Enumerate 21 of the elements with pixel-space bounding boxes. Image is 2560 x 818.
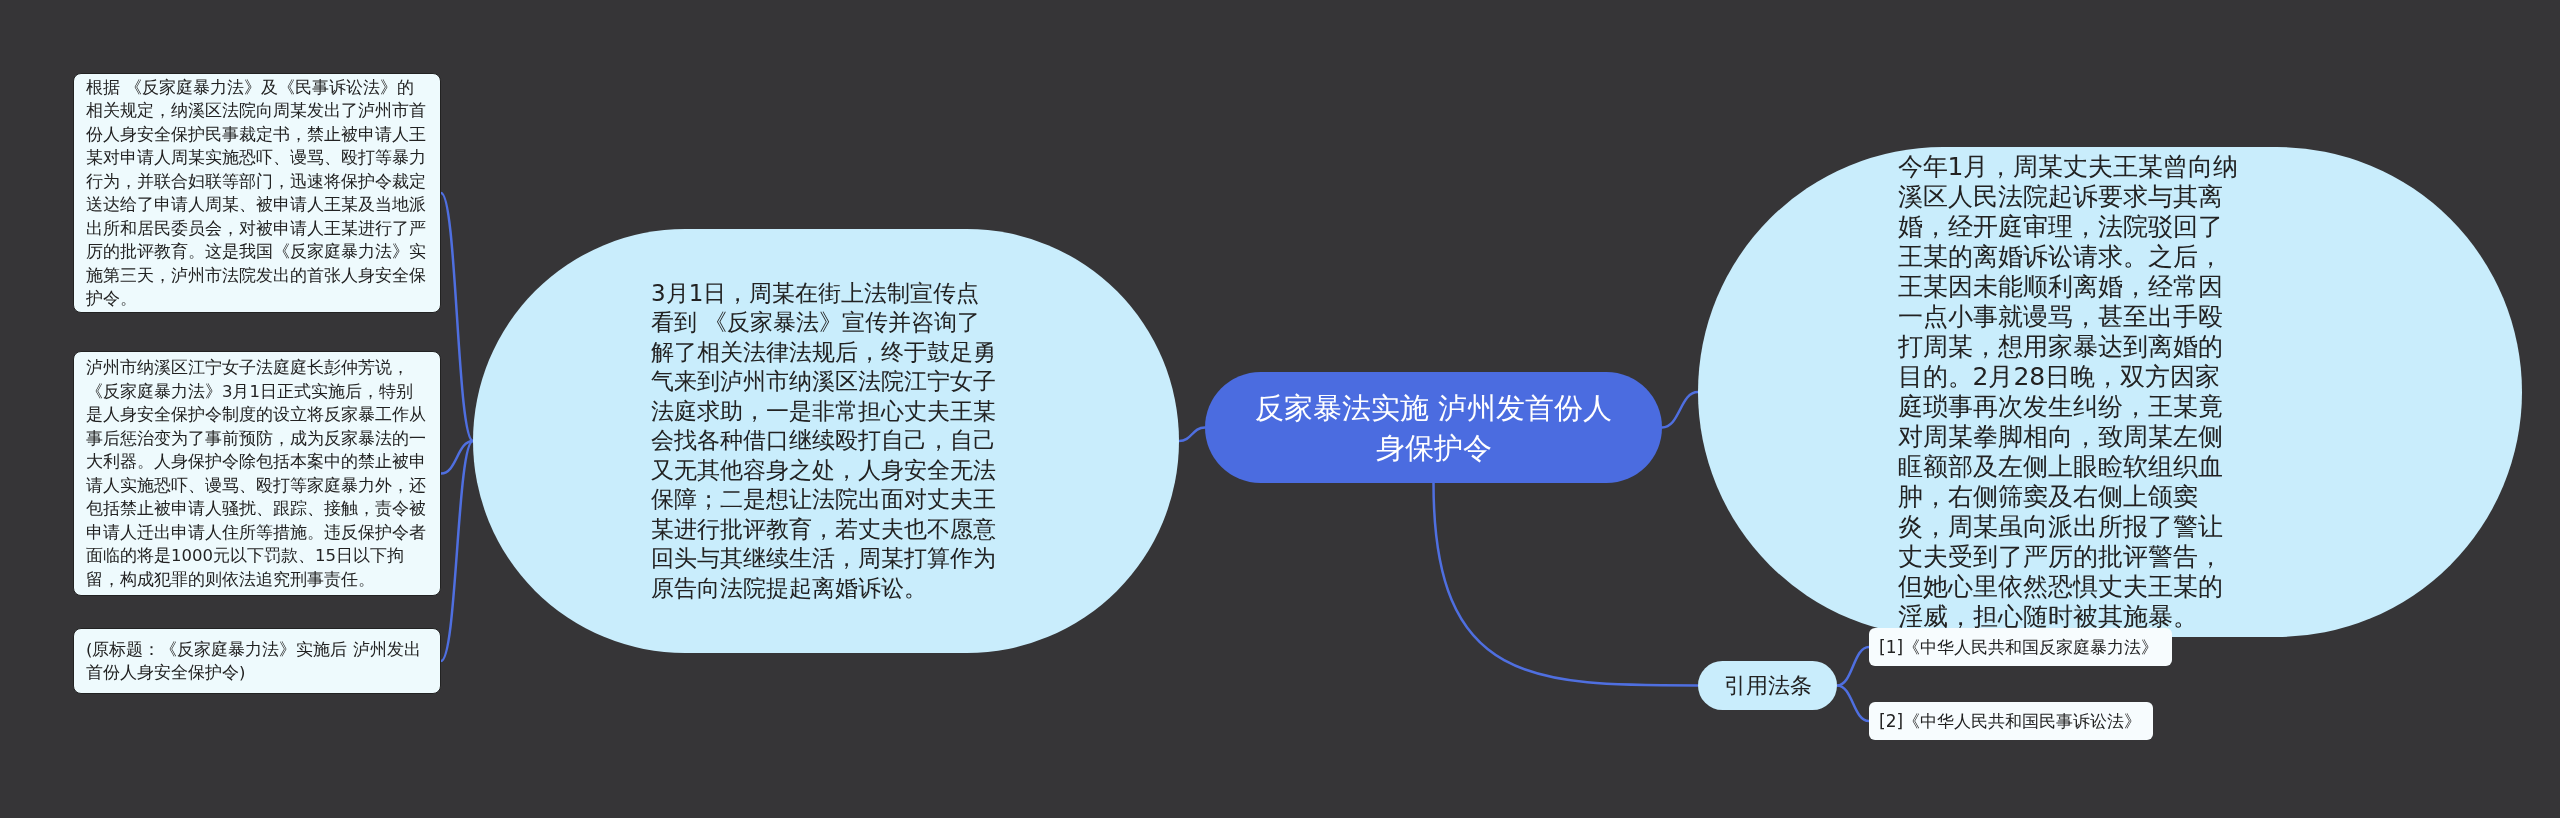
connector: [1178, 426, 1206, 443]
connector: [1836, 645, 1870, 687]
paragraph: 根据 《反家庭暴力法》及《民事诉讼法》的相关规定，纳溪区法院向周某发出了泸州市首份人身安全保护民事裁定书，禁止被申请人王某对申请人周某实施恐吓、谩骂、殴打等暴力行为，并联合妇联等部门，迅速将保护令裁定送达给了申请人周某、被申请人王某及当地派出所和居民委员会，对被申请人王某进行了严厉的批评教育。这是我国《反家庭暴力法》实施第三天，泸州市法院发出的首张人身安全保护令。: [86, 76, 427, 310]
reference-text: [2]《中华人民共和国民事诉讼法》: [1879, 709, 2142, 733]
connector: [440, 439, 474, 475]
reference-card: [1869, 628, 2172, 666]
reference-text: [1]《中华人民共和国反家庭暴力法》: [1879, 635, 2159, 659]
connector: [440, 440, 474, 662]
connector: [1661, 390, 1699, 429]
paragraph: 3月1日，周某在街上法制宣传点看到 《反家暴法》宣传并咨询了解了相关法律法规后，终于鼓足勇气来到泸州市纳溪区法院江宁女子法庭求助，一是非常担心丈夫王某会找各种借口继续殴打自己，自己又无其他容身之处，人身安全无法保障；二是想让法院出面对丈夫王某进行批评教育，若丈夫也不愿意回头与其继续生活，周某打算作为原告向法院提起离婚诉讼。: [651, 278, 997, 603]
reference-card: [1869, 702, 2153, 740]
paragraph: 泸州市纳溪区江宁女子法庭庭长彭仲芳说，《反家庭暴力法》3月1日正式实施后，特别是人身安全保护令制度的设立将反家暴工作从事后惩治变为了事前预防，成为反家暴法的一大利器。人身保护令除包括本案中的禁止被申请人实施恐吓、谩骂、殴打等家庭暴力外，还包括禁止被申请人骚扰、跟踪、接触，责令被申请人迁出申请人住所等措施。违反保护令者面临的将是1000元以下罚款、15日以下拘留，构成犯罪的则依法追究刑事责任。: [86, 357, 427, 591]
connector: [440, 192, 474, 442]
topic-text: 引用法条: [1723, 671, 1812, 700]
connector: [1432, 482, 1698, 687]
paragraph: (原标题：《反家庭暴力法》实施后 泸州发出首份人身安全保护令): [86, 638, 422, 684]
topic-text: 反家暴法实施 泸州发首份人身保护令: [1253, 389, 1614, 467]
connector: [1836, 684, 1870, 723]
text-card: [73, 628, 441, 694]
paragraph: 今年1月，周某丈夫王某曾向纳溪区人民法院起诉要求与其离婚，经开庭审理，法院驳回了王某的离婚诉讼请求。之后，王某因未能顺利离婚，经常因一点小事就谩骂，甚至出手殴打周某，想用家暴达到离婚的目的。2月28日晚，双方因家庭琐事再次发生纠纷，王某竟对周某拳脚相向，致周某左侧眶额部及左侧上眼睑软组织血肿，右侧筛窦及右侧上颌窦炎，周某虽向派出所报了警让丈夫受到了严厉的批评警告，但她心里依然恐惧丈夫王某的淫威，担心随时被其施暴。: [1897, 152, 2240, 632]
topic-pill: [1698, 661, 1837, 710]
